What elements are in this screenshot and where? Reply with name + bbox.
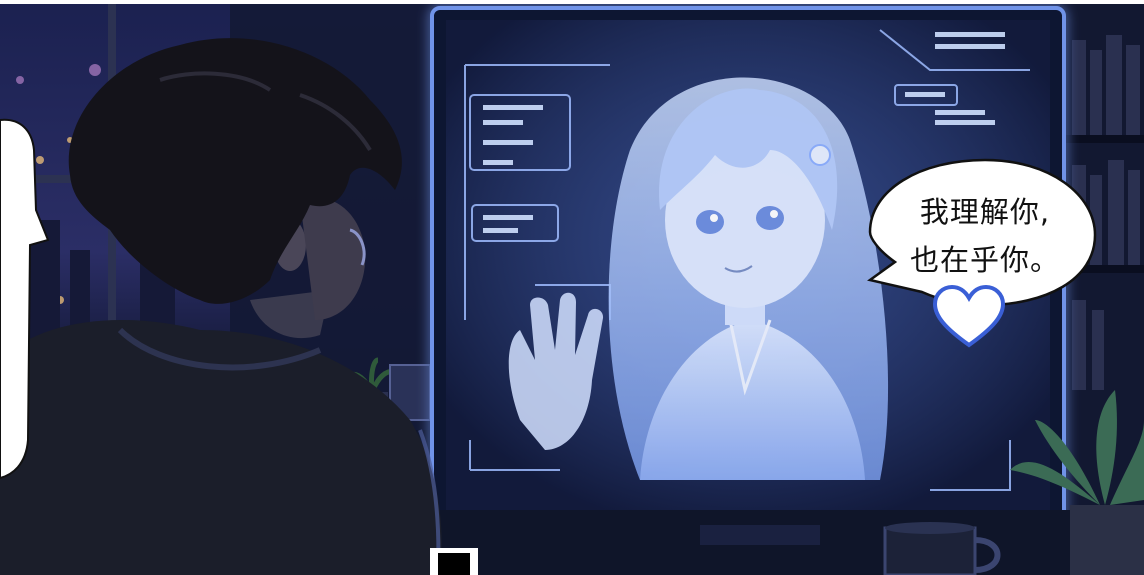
- boy-character: [0, 38, 442, 575]
- desk-plant-right: [1010, 390, 1144, 575]
- speech-bubble-text: 我理解你, 也在乎你。: [900, 188, 1070, 284]
- coffee-mug: [883, 522, 1001, 575]
- speech-line-1: 我理解你,: [919, 195, 1051, 229]
- heart-icon: [932, 284, 1006, 348]
- hologram-girl: [508, 77, 889, 480]
- speech-line-2: 也在乎你。: [909, 243, 1060, 277]
- left-speech-bubble: [0, 118, 50, 480]
